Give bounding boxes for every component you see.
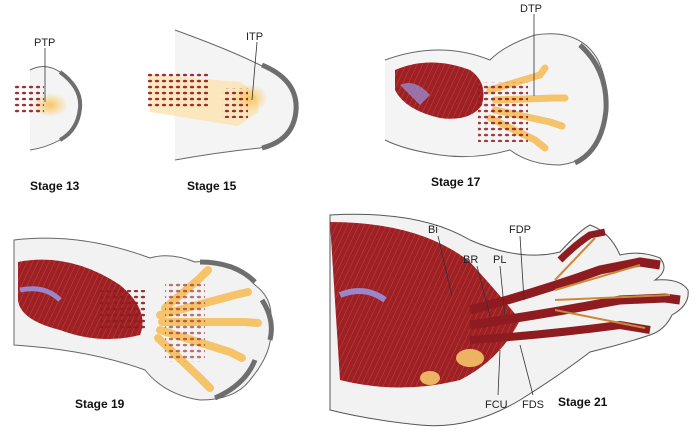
upper-arm-muscles (330, 222, 520, 388)
panel-stage-15: ITP Stage 15 (148, 29, 299, 193)
digit-tendons (554, 237, 671, 329)
fds-leader-line (519, 344, 534, 396)
label-pl: PL (493, 254, 506, 266)
label-fcu: FCU (485, 399, 508, 411)
muscle-precursor-cells (14, 85, 44, 115)
forearm-flexor-1 (468, 257, 661, 315)
stage-19-label: Stage 19 (75, 397, 125, 411)
label-br: BR (463, 254, 478, 266)
label-ptp: PTP (34, 37, 55, 49)
pl-leader-line (499, 265, 506, 317)
panel-stage-17: DTP Stage 17 (384, 3, 609, 189)
br-leader-line (476, 265, 491, 317)
itp-leader-line (251, 41, 258, 101)
vessel (400, 82, 430, 105)
stage-17-label: Stage 17 (431, 175, 481, 189)
bi-leader-line (437, 235, 453, 297)
muscle-mass (148, 72, 208, 108)
fdp-leader-line (519, 235, 525, 301)
panel-stage-19: Stage 19 (13, 237, 274, 411)
panel-stage-21: Bi BR PL FDP FCU FDS Stage 21 (329, 213, 689, 427)
label-itp: ITP (246, 31, 263, 43)
label-dtp: DTP (520, 3, 542, 15)
forearm-flexor-2 (469, 293, 681, 330)
stage-13-label: Stage 13 (30, 179, 80, 193)
label-fds: FDS (522, 399, 544, 411)
stage-15-label: Stage 15 (187, 179, 237, 193)
label-fdp: FDP (509, 224, 531, 236)
fcu-leader-line (497, 349, 501, 396)
stage-21-label: Stage 21 (558, 395, 608, 409)
label-bi: Bi (428, 224, 438, 236)
forearm-muscle-mass (395, 62, 484, 119)
panel-stage-13: PTP Stage 13 (14, 37, 83, 193)
